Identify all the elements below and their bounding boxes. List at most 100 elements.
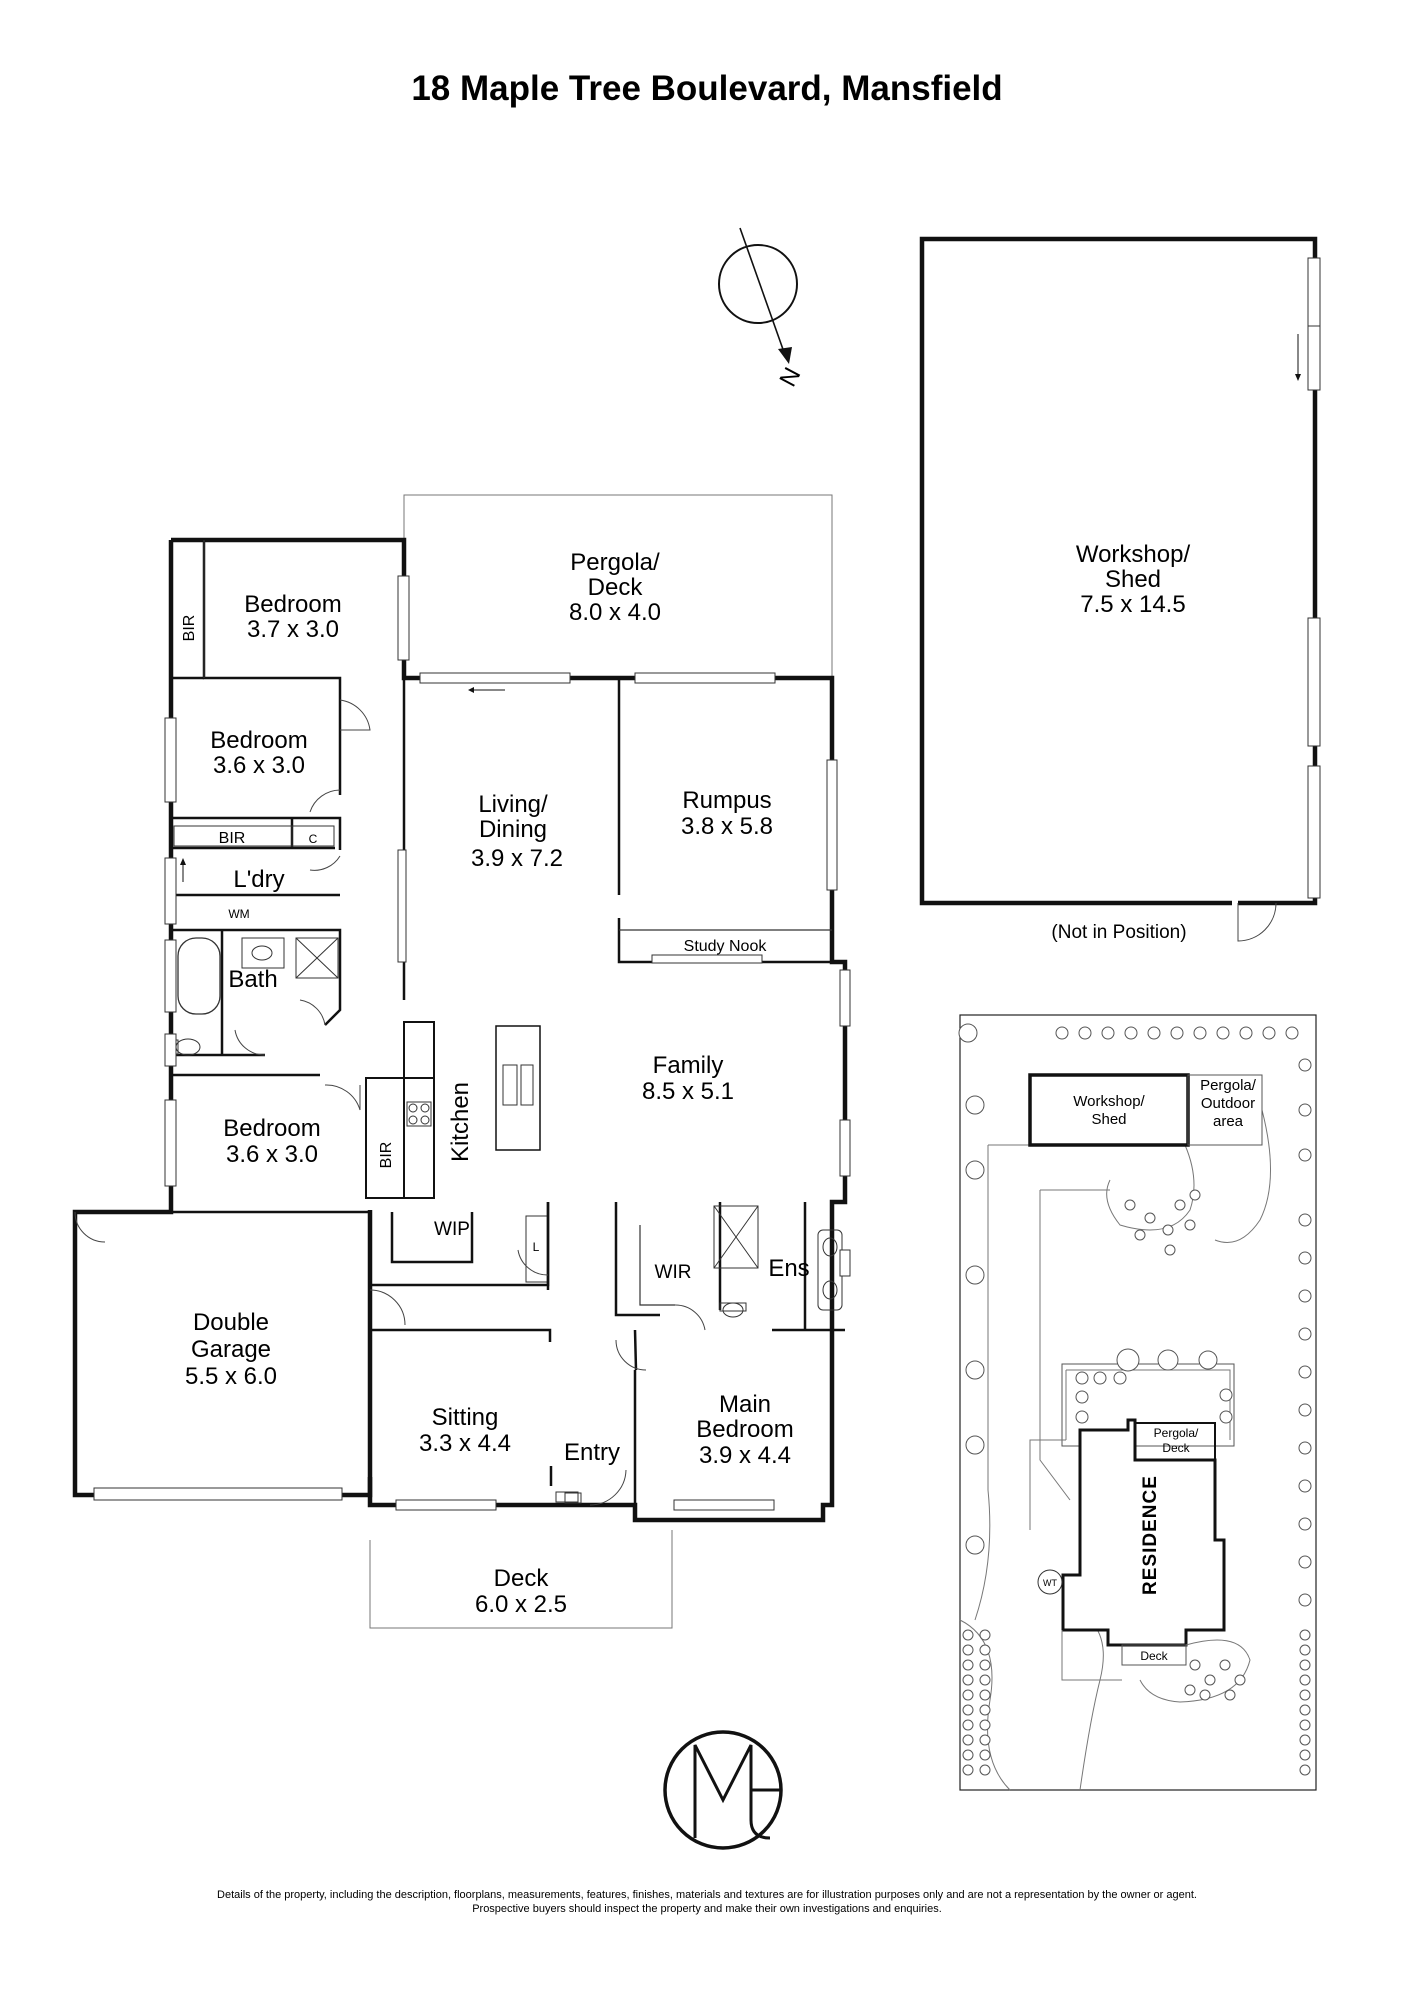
wm-label: WM xyxy=(228,907,249,921)
site-plan: Workshop/ Shed Pergola/ Outdoor area Per… xyxy=(958,1014,1317,1791)
tree-icon xyxy=(1055,1026,1069,1040)
tree-icon xyxy=(979,1674,991,1686)
disclaimer-line-2: Prospective buyers should inspect the pr… xyxy=(472,1903,942,1915)
site-pergola-outdoor-label: Pergola/ xyxy=(1200,1077,1257,1094)
garage-label: Double xyxy=(193,1309,269,1336)
bir-label-2: BIR xyxy=(219,830,246,847)
laundry-label: L'dry xyxy=(233,866,284,893)
site-workshop-label-2: Shed xyxy=(1091,1111,1126,1128)
main-bedroom-label-2: Bedroom xyxy=(696,1416,793,1443)
tree-icon xyxy=(1298,1213,1312,1227)
tree-icon xyxy=(979,1704,991,1716)
tree-icon xyxy=(1299,1644,1311,1656)
tree-icon xyxy=(1224,1689,1236,1701)
tree-icon xyxy=(1113,1371,1127,1385)
tree-icon xyxy=(1184,1684,1196,1696)
tree-icon xyxy=(1299,1689,1311,1701)
bedroom-2-dims: 3.6 x 3.0 xyxy=(213,752,305,779)
tree-icon xyxy=(1164,1244,1176,1256)
tree-icon xyxy=(1078,1026,1092,1040)
site-pergola-deck-label: Pergola/ xyxy=(1154,1426,1199,1440)
workshop-dims: 7.5 x 14.5 xyxy=(1080,591,1185,618)
tree-icon xyxy=(1262,1026,1276,1040)
tree-icon xyxy=(962,1764,974,1776)
tree-icon xyxy=(1298,1103,1312,1117)
tree-icon xyxy=(962,1749,974,1761)
deck-dims: 6.0 x 2.5 xyxy=(475,1591,567,1618)
tree-icon xyxy=(1298,1479,1312,1493)
tree-icon xyxy=(1298,1365,1312,1379)
tree-icon xyxy=(965,1535,985,1555)
tree-icon xyxy=(979,1719,991,1731)
tree-icon xyxy=(1219,1659,1231,1671)
site-wt-label: WT xyxy=(1043,1578,1057,1588)
tree-icon xyxy=(1219,1410,1233,1424)
tree-icon xyxy=(965,1160,985,1180)
rumpus-dims: 3.8 x 5.8 xyxy=(681,813,773,840)
tree-icon xyxy=(962,1689,974,1701)
tree-icon xyxy=(962,1734,974,1746)
tree-icon xyxy=(1134,1229,1146,1241)
deck-label: Deck xyxy=(494,1565,550,1592)
tree-icon xyxy=(962,1719,974,1731)
bedroom-2-label: Bedroom xyxy=(210,727,307,754)
bedroom-1-dims: 3.7 x 3.0 xyxy=(247,616,339,643)
tree-icon xyxy=(1101,1026,1115,1040)
tree-icon xyxy=(965,1265,985,1285)
tree-icon xyxy=(979,1659,991,1671)
family-label: Family xyxy=(653,1052,724,1079)
tree-icon xyxy=(1299,1719,1311,1731)
workshop-label-2: Shed xyxy=(1105,566,1161,593)
house-floor-plan xyxy=(72,494,851,1629)
bir-label-1: BIR xyxy=(181,615,198,642)
bath-label: Bath xyxy=(228,966,277,993)
wir-label: WIR xyxy=(655,1262,692,1283)
site-pergola-outdoor-label-3: area xyxy=(1213,1113,1244,1130)
tree-icon xyxy=(1298,1251,1312,1265)
garage-dims: 5.5 x 6.0 xyxy=(185,1363,277,1390)
tree-icon xyxy=(1199,1689,1211,1701)
tree-icon xyxy=(1299,1704,1311,1716)
tree-icon xyxy=(1193,1026,1207,1040)
tree-icon xyxy=(979,1749,991,1761)
tree-icon xyxy=(1299,1659,1311,1671)
tree-icon xyxy=(1234,1674,1246,1686)
tree-icon xyxy=(1239,1026,1253,1040)
agency-logo xyxy=(663,1730,783,1850)
tree-icon xyxy=(979,1689,991,1701)
tree-icon xyxy=(979,1629,991,1641)
tree-icon xyxy=(1184,1219,1196,1231)
tree-icon xyxy=(1124,1199,1136,1211)
tree-icon xyxy=(979,1644,991,1656)
tree-icon xyxy=(1299,1629,1311,1641)
site-workshop-label: Workshop/ xyxy=(1073,1093,1145,1110)
bedroom-3-dims: 3.6 x 3.0 xyxy=(226,1141,318,1168)
tree-icon xyxy=(1298,1441,1312,1455)
tree-icon xyxy=(1298,1058,1312,1072)
tree-icon xyxy=(1298,1593,1312,1607)
tree-icon xyxy=(962,1644,974,1656)
tree-icon xyxy=(1299,1734,1311,1746)
tree-icon xyxy=(1075,1390,1089,1404)
sitting-dims: 3.3 x 4.4 xyxy=(419,1430,511,1457)
sitting-label: Sitting xyxy=(432,1404,499,1431)
rumpus-label: Rumpus xyxy=(682,787,771,814)
bedroom-1-label: Bedroom xyxy=(244,591,341,618)
site-pergola-outdoor-label-2: Outdoor xyxy=(1201,1095,1255,1112)
tree-icon xyxy=(979,1764,991,1776)
ens-label: Ens xyxy=(768,1255,809,1282)
tree-icon xyxy=(1216,1026,1230,1040)
room-labels: Bedroom 3.7 x 3.0 BIR Pergola/ Deck 8.0 … xyxy=(181,549,810,1618)
bedroom-3-label: Bedroom xyxy=(223,1115,320,1142)
tree-icon xyxy=(1298,1289,1312,1303)
tree-icon xyxy=(1170,1026,1184,1040)
tree-icon xyxy=(1116,1348,1140,1372)
tree-icon xyxy=(1285,1026,1299,1040)
living-dims: 3.9 x 7.2 xyxy=(471,845,563,872)
tree-icon xyxy=(965,1095,985,1115)
site-deck-label: Deck xyxy=(1140,1649,1168,1663)
tree-icon xyxy=(1198,1350,1218,1370)
main-bedroom-label: Main xyxy=(719,1391,771,1418)
compass-icon: N xyxy=(718,227,806,391)
